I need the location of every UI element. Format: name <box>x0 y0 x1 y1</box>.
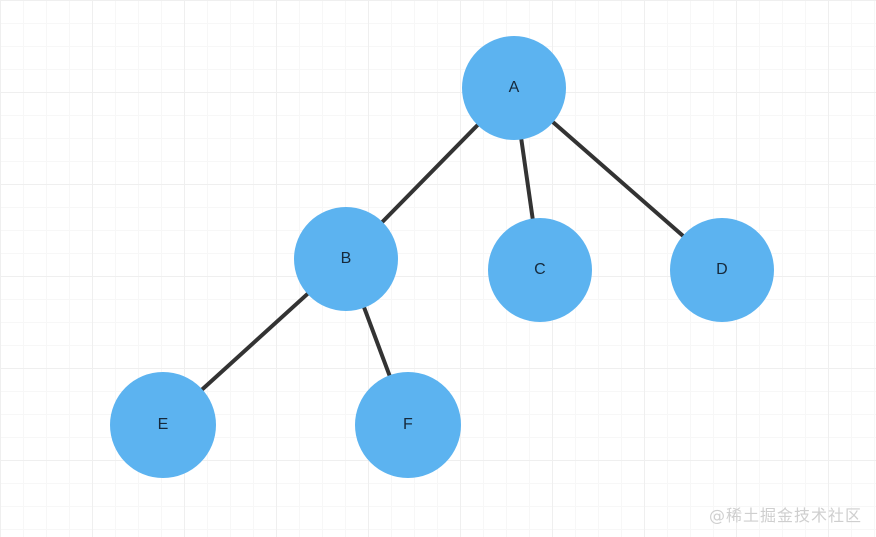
edge-a-c <box>519 137 535 221</box>
node-e[interactable]: E <box>110 372 216 478</box>
node-a[interactable]: A <box>462 36 566 140</box>
node-label-a: A <box>508 79 520 96</box>
edge-a-b <box>380 123 480 224</box>
edge-a-d <box>551 120 685 238</box>
edge-b-f <box>362 305 392 378</box>
node-label-e: E <box>157 416 169 433</box>
node-label-d: D <box>716 261 728 278</box>
edge-b-e <box>200 291 310 392</box>
node-label-b: B <box>340 250 352 267</box>
watermark-label: @稀土掘金技术社区 <box>708 506 862 525</box>
node-b[interactable]: B <box>294 207 398 311</box>
node-label-f: F <box>403 416 413 433</box>
node-c[interactable]: C <box>488 218 592 322</box>
node-f[interactable]: F <box>355 372 461 478</box>
node-label-c: C <box>534 261 546 278</box>
node-d[interactable]: D <box>670 218 774 322</box>
